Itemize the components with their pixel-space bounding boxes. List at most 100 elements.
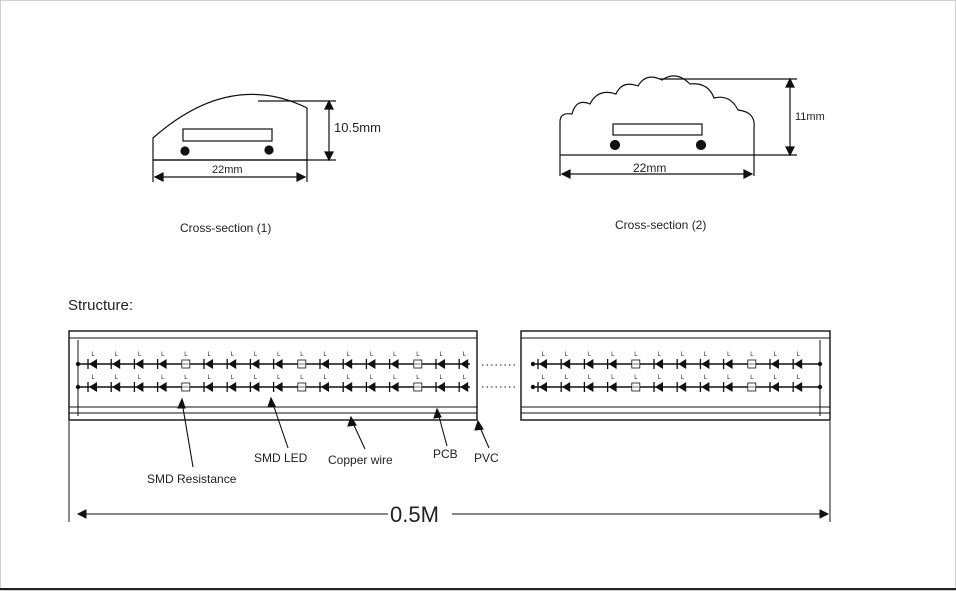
smd-led [251,382,260,392]
callout-smd-led-leader [271,400,289,449]
smd-led [321,382,329,392]
smd-led [228,382,237,392]
led-mark-label: L [92,375,96,381]
smd-led [655,359,663,369]
cross-section-2-height-label: 11mm [795,111,825,123]
cross-section-1-caption: Cross-section (1) [180,221,271,235]
smd-led [321,359,329,369]
length-arrow-left [76,509,87,519]
callout-smd-resistance-leader [181,401,194,468]
cross-section-1-width-label: 22mm [212,164,243,176]
smd-led [585,359,594,369]
led-mark-label: L [184,375,188,381]
led-mark-label: L [440,352,444,358]
led-mark-label: L [542,352,546,358]
led-mark-label: L [231,375,235,381]
led-mark-label: L [416,352,420,358]
smd-led [724,382,733,392]
smd-led [344,359,353,369]
led-mark-label: L [115,352,119,358]
cross-section-1-width-arrow-left [153,172,164,182]
smd-led [794,359,803,369]
led-mark-label: L [588,352,592,358]
smd-led [771,382,779,392]
led-mark-label: L [704,352,708,358]
cross-section-1-wire-left [180,146,190,156]
led-mark-label: L [347,352,351,358]
led-mark-label: L [138,352,142,358]
cross-section-1-width-arrow-right [296,172,307,182]
smd-led [390,359,399,369]
smd-led [701,359,710,369]
cross-section-2-pcb [612,123,703,136]
cross-section-2 [559,75,797,179]
label-pcb: PCB [433,447,458,461]
strip-right-row-1-junction-dot [817,361,823,367]
smd-led [437,359,445,369]
cross-section-1-height-arrow-top [324,99,334,110]
callout-pvc-arrow [474,419,484,431]
callout-pcb-arrow [433,407,442,419]
led-mark-label: L [634,352,638,358]
smd-led [135,382,144,392]
led-mark-label: L [231,352,235,358]
led-mark-label: L [277,352,281,358]
led-mark-label: L [208,375,212,381]
smd-led [89,359,97,369]
callout-pcb-leader [437,412,448,447]
led-mark-label: L [463,375,467,381]
strip-right-row-1-junction-dot [530,361,536,367]
led-mark-label: L [463,352,467,358]
label-copper-wire: Copper wire [328,453,393,467]
led-mark-label: L [727,375,731,381]
smd-led [344,382,353,392]
smd-led [678,382,687,392]
structure-title: Structure: [68,297,133,314]
cross-section-2-width-arrow-right [743,169,754,179]
smd-led [678,359,687,369]
led-mark-label: L [634,375,638,381]
smd-led [158,359,167,369]
smd-led [135,359,144,369]
smd-led [585,382,594,392]
smd-led [274,359,283,369]
cross-section-1-outline [152,93,308,161]
led-mark-label: L [565,352,569,358]
cross-section-2-outline [559,75,755,176]
cross-section-2-wire-left [609,139,621,151]
length-arrow-right [819,509,830,519]
led-mark-label: L [92,352,96,358]
callout-smd-led-arrow [267,396,276,408]
length-label: 0.5M [390,502,439,527]
smd-led [608,382,617,392]
callout-copper-wire-arrow [347,415,357,427]
smd-led [367,382,376,392]
led-mark-label: L [750,375,754,381]
smd-led [771,359,779,369]
smd-led [274,382,283,392]
smd-led [205,359,213,369]
smd-led [701,382,710,392]
led-mark-label: L [184,352,188,358]
led-mark-label: L [347,375,351,381]
smd-led [112,359,121,369]
led-mark-label: L [750,352,754,358]
strip-left [68,330,478,421]
led-mark-label: L [611,352,615,358]
smd-led [205,382,213,392]
led-mark-label: L [254,375,258,381]
cross-section-1-wire-right [264,145,274,155]
cross-section-2-height-arrow-bottom [785,146,795,157]
smd-led [724,359,733,369]
cross-section-1-height-arrow-bottom [324,151,334,162]
led-mark-label: L [324,375,328,381]
smd-led [158,382,167,392]
label-smd-led: SMD LED [254,451,308,465]
led-mark-label: L [300,352,304,358]
strip-left-pvc-outer [68,330,478,421]
cross-section-2-width-label: 22mm [633,161,666,175]
strip-left-row-2-junction-dot [75,384,81,390]
led-mark-label: L [440,375,444,381]
led-mark-label: L [704,375,708,381]
